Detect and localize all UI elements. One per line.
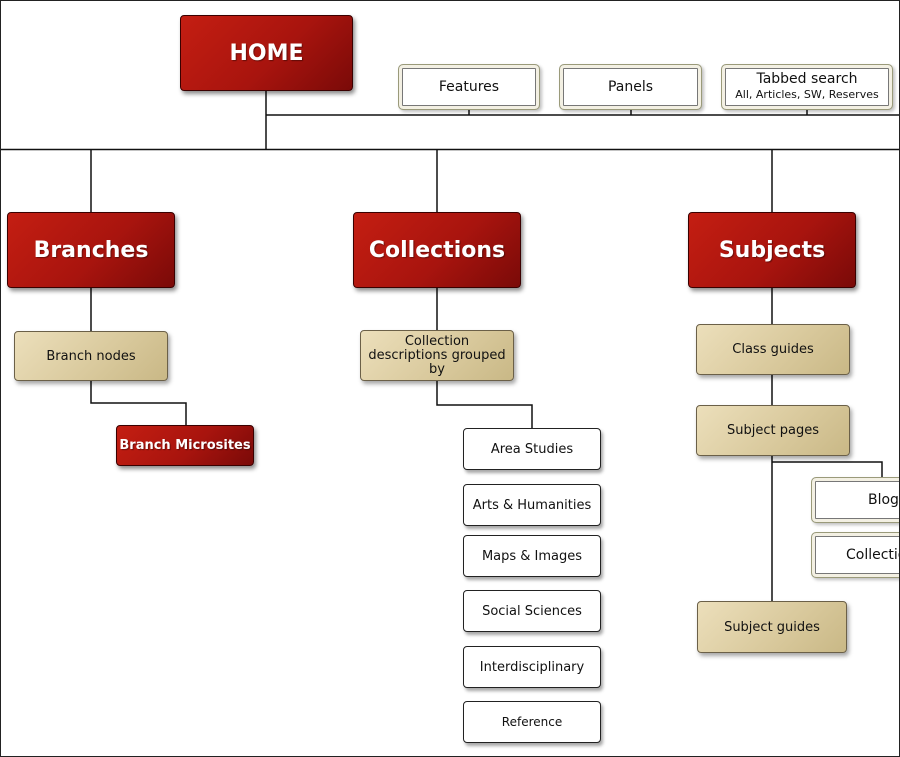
tab-stem-lines — [468, 109, 808, 115]
branch-microsites-node[interactable]: Branch Microsites — [116, 425, 254, 466]
subjects-node[interactable]: Subjects — [688, 212, 856, 288]
section-stem-lines — [90, 150, 773, 213]
tabbed-search-tab-node[interactable]: Tabbed search All, Articles, SW, Reserve… — [721, 64, 893, 110]
panels-tab-node[interactable]: Panels — [559, 64, 702, 110]
tabbed-search-label: Tabbed search — [756, 71, 858, 87]
branches-node[interactable]: Branches — [7, 212, 175, 288]
collection-item-reference[interactable]: Reference — [463, 701, 601, 743]
collection-item-social-sciences[interactable]: Social Sciences — [463, 590, 601, 632]
branches-tree-lines — [90, 288, 187, 426]
collection-item-interdisciplinary[interactable]: Interdisciplinary — [463, 646, 601, 688]
collections-link-node[interactable]: Collectio — [811, 532, 899, 578]
collection-item-maps-images[interactable]: Maps & Images — [463, 535, 601, 577]
collection-item-arts-humanities[interactable]: Arts & Humanities — [463, 484, 601, 526]
features-tab-node[interactable]: Features — [398, 64, 540, 110]
class-guides-node[interactable]: Class guides — [696, 324, 850, 375]
tabbed-search-sublabel: All, Articles, SW, Reserves — [735, 88, 879, 101]
subject-pages-node[interactable]: Subject pages — [696, 405, 850, 456]
home-node[interactable]: HOME — [180, 15, 353, 91]
blog-node[interactable]: Blog — [811, 477, 899, 523]
collection-item-area-studies[interactable]: Area Studies — [463, 428, 601, 470]
subject-guides-node[interactable]: Subject guides — [697, 601, 847, 653]
collections-node[interactable]: Collections — [353, 212, 521, 288]
subject-pages-branch-line — [772, 461, 883, 479]
collections-tree-lines — [436, 288, 533, 429]
branch-nodes-node[interactable]: Branch nodes — [14, 331, 168, 381]
collection-descriptions-node[interactable]: Collection descriptions grouped by — [360, 330, 514, 381]
